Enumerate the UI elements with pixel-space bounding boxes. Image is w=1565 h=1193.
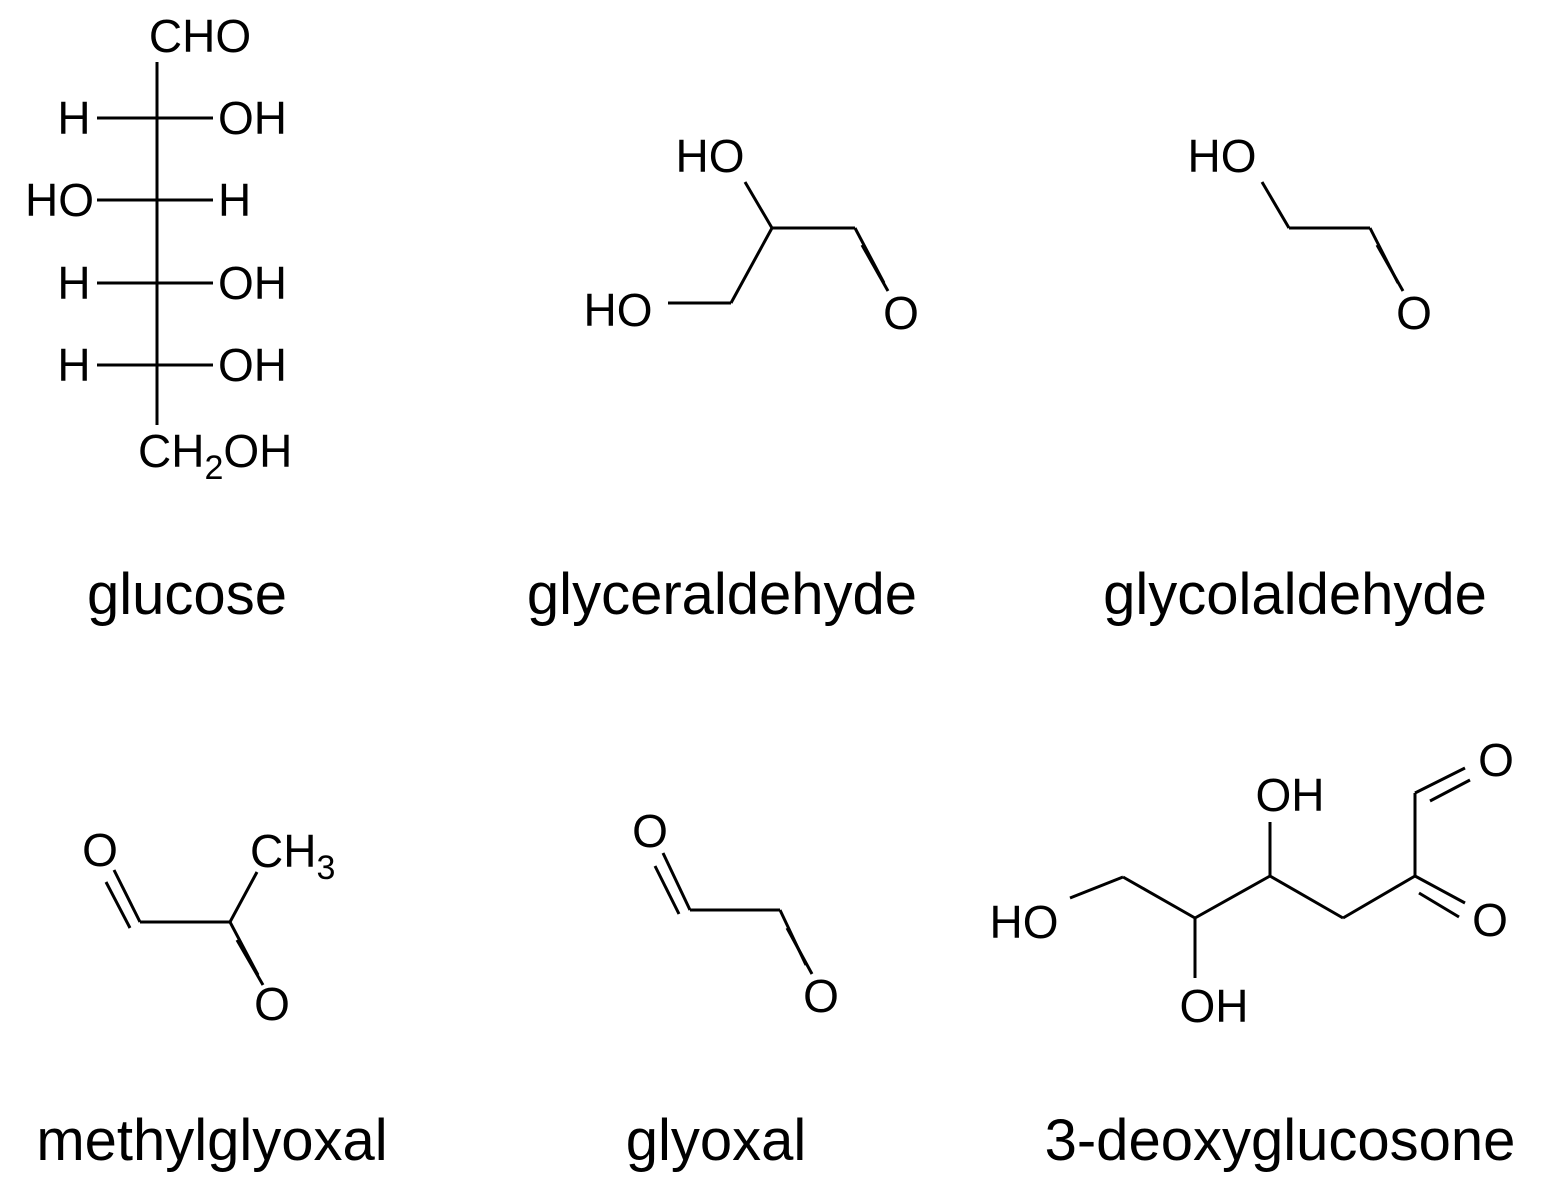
- deoxyglucosone-bond-oh-c6: [1069, 875, 1124, 900]
- deoxyglucosone-bond-c4-c3: [1269, 874, 1344, 920]
- glucose-atom-cho: CHO: [149, 10, 251, 62]
- deoxyglucosone-atom-o-right: O: [1472, 894, 1508, 946]
- glyoxal-atom-o-bottom: O: [803, 970, 839, 1022]
- glyoxal-bond-o-c1: [661, 852, 692, 911]
- deoxyglucosone-bond-c1-o: [1414, 766, 1466, 795]
- deoxyglucosone-atom-ho: HO: [990, 896, 1059, 948]
- glucose-atom-h-left-4: H: [57, 339, 90, 391]
- deoxyglucosone-atom-o-top: O: [1478, 734, 1514, 786]
- methylglyoxal-atom-o-top: O: [82, 824, 118, 876]
- glucose-atom-oh-right-4: OH: [218, 339, 287, 391]
- deoxyglucosone-bond-c2-o: [1414, 874, 1466, 905]
- methylglyoxal-atom-o-bottom: O: [254, 978, 290, 1030]
- molecule-glyoxal: O O glyoxal: [626, 805, 839, 1173]
- methylglyoxal-name: methylglyoxal: [36, 1108, 387, 1173]
- deoxyglucosone-bond-c3-c2: [1342, 874, 1416, 920]
- glucose-atom-ch2oh: CH2OH: [138, 425, 292, 487]
- molecule-methylglyoxal: O CH3 O methylglyoxal: [36, 824, 387, 1173]
- molecule-glyceraldehyde: HO HO O glyceraldehyde: [527, 130, 919, 627]
- glucose-atom-h-right-2: H: [218, 174, 251, 226]
- glucose-atom-h-left-1: H: [57, 92, 90, 144]
- glucose-atom-ho-left-2: HO: [25, 174, 94, 226]
- deoxyglucosone-atom-oh-top: OH: [1256, 769, 1325, 821]
- methylglyoxal-bond-c2-ch3: [228, 871, 259, 923]
- methylglyoxal-bond-o-c1-double: [104, 881, 132, 929]
- glyoxal-name: glyoxal: [626, 1108, 807, 1173]
- glucose-atom-h-left-3: H: [57, 257, 90, 309]
- glyceraldehyde-atom-o: O: [883, 287, 919, 339]
- glyoxal-atom-o-top: O: [632, 805, 668, 857]
- glyceraldehyde-bond-c2-oh: [743, 181, 774, 229]
- glyoxal-bond-c2-o-double: [785, 927, 814, 975]
- glycolaldehyde-atom-ho: HO: [1188, 130, 1257, 182]
- molecule-3-deoxyglucosone: HO OH OH O O 3-deoxyglucosone: [990, 734, 1516, 1173]
- methylglyoxal-bond-o-c1: [112, 869, 142, 923]
- deoxyglucosone-bond-c5-c4: [1194, 874, 1271, 920]
- glyoxal-bond-o-c1-double: [653, 865, 681, 915]
- molecule-glucose: CHO H OH HO H H OH H OH CH2OH glucose: [25, 10, 292, 627]
- deoxyglucosone-name: 3-deoxyglucosone: [1045, 1108, 1516, 1173]
- glucose-atom-oh-right-1: OH: [218, 92, 287, 144]
- methylglyoxal-atom-ch3-sub: 3: [316, 849, 335, 887]
- glucose-atom-ch2oh-ch: CH: [138, 425, 204, 477]
- glucose-atom-oh-right-3: OH: [218, 257, 287, 309]
- glucose-name: glucose: [87, 562, 287, 627]
- glyceraldehyde-name: glyceraldehyde: [527, 562, 917, 627]
- glyceraldehyde-atom-ho-top: HO: [676, 130, 745, 182]
- methylglyoxal-bond-c2-o-double: [235, 939, 265, 986]
- deoxyglucosone-bond-c2-o-double: [1418, 891, 1460, 919]
- glyceraldehyde-atom-ho-left: HO: [584, 284, 653, 336]
- deoxyglucosone-atom-oh-bottom: OH: [1180, 980, 1249, 1032]
- glucose-atom-ch2oh-sub: 2: [204, 449, 223, 487]
- glycolaldehyde-bond-c1-o-double: [1375, 244, 1405, 292]
- glycolaldehyde-atom-o: O: [1396, 287, 1432, 339]
- molecule-glycolaldehyde: HO O glycolaldehyde: [1103, 130, 1487, 627]
- glyceraldehyde-bond-c1-o-double: [860, 244, 890, 292]
- methylglyoxal-atom-ch3: CH3: [250, 825, 335, 887]
- deoxyglucosone-bond-c1-o-double: [1429, 778, 1471, 803]
- deoxyglucosone-bond-c6-c5: [1122, 875, 1196, 920]
- glucose-atom-ch2oh-oh: OH: [223, 425, 292, 477]
- methylglyoxal-atom-ch3-ch: CH: [250, 825, 316, 877]
- glycolaldehyde-bond-c2-oh: [1260, 181, 1291, 229]
- glyceraldehyde-bond-c2-c3: [729, 227, 774, 304]
- glycolaldehyde-name: glycolaldehyde: [1103, 562, 1487, 627]
